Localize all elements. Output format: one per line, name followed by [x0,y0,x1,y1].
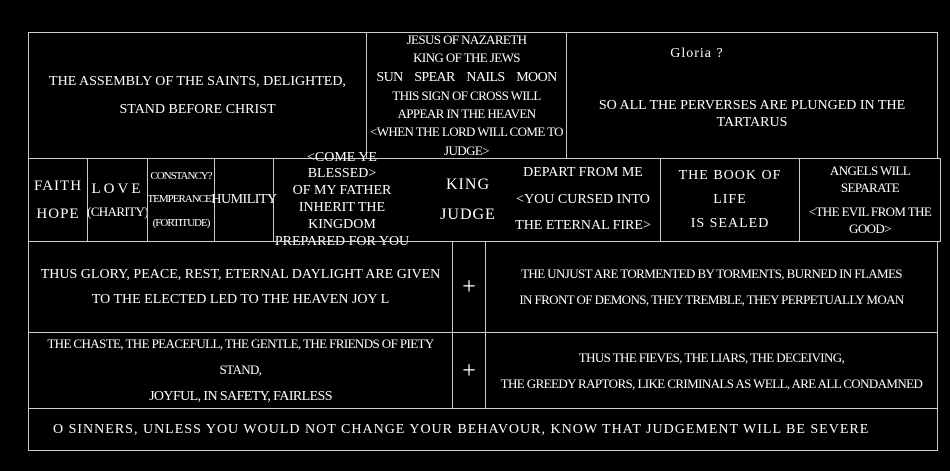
faith-cell: FAITH HOPE [28,158,88,242]
assembly-line: THE ASSEMBLY OF THE SAINTS, DELIGHTED, [49,73,346,89]
blessed-line: INHERIT THE KINGDOM [298,200,386,232]
chaste-cell: THE CHASTE, THE PEACEFULL, THE GENTLE, T… [28,332,453,409]
cross-sign: <WHEN THE LORD WILL COME TO JUDGE> [370,124,564,158]
depart-text: DEPART FROM ME <YOU CURSED INTO THE ETER… [508,159,658,241]
hope-label: HOPE [36,206,80,222]
temperance-label: TEMPERANCE? [147,193,215,206]
glory-line: TO THE ELECTED LED TO THE HEAVEN JOY L [91,292,390,307]
plus-cell: + [452,332,486,409]
symbols: SUN SPEAR NAILS MOON [376,69,557,85]
chaste-line: JOYFUL, IN SAFETY, FAIRLESS [149,388,332,404]
glory-line: THUS GLORY, PEACE, REST, ETERNAL DAYLIGH… [40,266,441,282]
assembly-line: STAND BEFORE CHRIST [119,101,276,117]
perverses-text: SO ALL THE PERVERSES ARE PLUNGED IN THE … [598,97,906,131]
blessed-line: OF MY FATHER [292,183,392,199]
book-cell: THE BOOK OF LIFE IS SEALED [660,158,800,242]
thieves-cell: THUS THE FIEVES, THE LIARS, THE DECEIVIN… [485,332,938,409]
depart-line: <YOU CURSED INTO [516,191,650,207]
cross-sign: APPEAR IN THE HEAVEN [397,106,536,122]
unjust-line: IN FRONT OF DEMONS, THEY TREMBLE, THEY P… [519,292,904,307]
humility-label: HUMILITY [211,192,277,208]
cross-sign: THIS SIGN OF CROSS WILL [392,88,541,104]
book-line: THE BOOK OF LIFE [678,168,782,208]
king-text: KING JUDGE [430,159,506,241]
plus-icon: + [462,357,476,384]
unjust-line: THE UNJUST ARE TORMENTED BY TORMENTS, BU… [521,266,902,281]
angels-line: <THE EVIL FROM THE GOOD> [808,204,932,236]
christ-cell: JESUS OF NAZARETH KING OF THE JEWS SUN S… [366,32,567,159]
king-label: KING [446,175,490,193]
thieves-line: THUS THE FIEVES, THE LIARS, THE DECEIVIN… [578,349,845,365]
warning-text: O SINNERS, UNLESS YOU WOULD NOT CHANGE Y… [53,421,870,437]
book-line: IS SEALED [690,215,770,231]
humility-cell: HUMILITY [211,158,277,242]
virtues-cell: CONSTANCY? TEMPERANCE? (FORTITUDE) [147,158,216,242]
glory-cell: THUS GLORY, PEACE, REST, ETERNAL DAYLIGH… [28,241,453,333]
gloria-label: Gloria ? [670,46,724,61]
depart-line: DEPART FROM ME [523,165,643,181]
warning-cell: O SINNERS, UNLESS YOU WOULD NOT CHANGE Y… [28,408,938,451]
depart-line: THE ETERNAL FIRE> [515,218,651,234]
chaste-line: THE CHASTE, THE PEACEFULL, THE GENTLE, T… [47,335,434,377]
charity-label: (CHARITY) [86,204,149,220]
angels-cell: ANGELS WILL SEPARATE <THE EVIL FROM THE … [799,158,941,242]
inscription: JESUS OF NAZARETH [406,32,527,48]
plus-cell: + [452,241,486,333]
thieves-line: THE GREEDY RAPTORS, LIKE CRIMINALS AS WE… [500,375,923,391]
blessed-line: <COME YE BLESSED> [307,149,377,182]
love-label: LOVE [91,180,144,197]
blessed-text: <COME YE BLESSED> OF MY FATHER INHERIT T… [274,150,410,249]
judge-label: JUDGE [440,206,496,223]
inscription: KING OF THE JEWS [413,50,520,66]
love-cell: LOVE (CHARITY) [86,158,149,242]
faith-label: FAITH [33,177,83,194]
angels-line: ANGELS WILL SEPARATE [829,163,911,195]
fortitude-label: (FORTITUDE) [152,216,211,229]
plus-icon: + [462,274,476,300]
constancy-label: CONSTANCY? [150,170,212,183]
unjust-cell: THE UNJUST ARE TORMENTED BY TORMENTS, BU… [485,241,938,333]
perverses-cell: Gloria ? SO ALL THE PERVERSES ARE PLUNGE… [566,32,938,159]
assembly-cell: THE ASSEMBLY OF THE SAINTS, DELIGHTED, S… [28,32,367,159]
